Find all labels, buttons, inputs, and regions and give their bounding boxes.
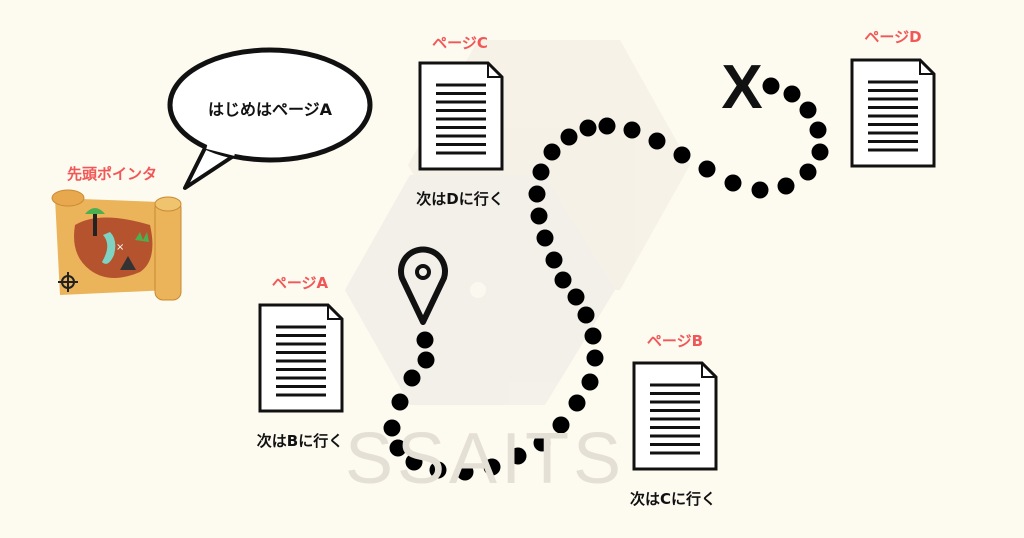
path-dot (809, 121, 827, 139)
path-dot (528, 185, 546, 203)
path-dot (530, 207, 548, 225)
path-dot (568, 394, 586, 412)
path-dot (509, 447, 527, 465)
path-dot (383, 419, 401, 437)
path-dot (533, 434, 551, 452)
page-b-label: ページB (646, 332, 704, 350)
path-dot (762, 77, 780, 95)
svg-text:×: × (116, 242, 124, 253)
page-c-next: 次はDに行く (416, 190, 504, 208)
location-pin-icon (398, 246, 448, 325)
path-dot (560, 128, 578, 146)
dotted-path (383, 77, 829, 481)
path-dot (673, 146, 691, 164)
path-dot (648, 132, 666, 150)
page-a-next: 次はBに行く (256, 432, 344, 450)
path-dot (391, 393, 409, 411)
path-dot (389, 439, 407, 457)
path-dot (552, 416, 570, 434)
path-dot (483, 458, 501, 476)
path-dot (698, 160, 716, 178)
page-a-label: ページA (271, 274, 329, 292)
path-dot (567, 288, 585, 306)
goal-x-mark: X (721, 53, 762, 122)
path-dot (579, 119, 597, 137)
path-dot (811, 143, 829, 161)
path-dot (584, 327, 602, 345)
page-c-label: ページC (432, 34, 488, 52)
path-dot (554, 271, 572, 289)
page-d-document-icon (850, 58, 936, 168)
watermark-text: SSAITS (345, 419, 626, 499)
watermark-hexagon (345, 40, 690, 405)
path-dot (577, 306, 595, 324)
path-dot (545, 251, 563, 269)
page-a-document-icon (258, 303, 344, 413)
path-dot (623, 121, 641, 139)
path-dot (581, 373, 599, 391)
path-dot (799, 163, 817, 181)
path-dot (598, 117, 616, 135)
path-dot (586, 349, 604, 367)
path-dot (724, 174, 742, 192)
speech-bubble-text: はじめはページA (207, 100, 333, 119)
page-d-label: ページD (864, 28, 922, 46)
path-dot (751, 181, 769, 199)
page-b-next: 次はCに行く (629, 490, 717, 508)
treasure-map-icon: × (51, 189, 182, 301)
page-c-document-icon (418, 61, 504, 171)
path-dot (403, 369, 421, 387)
head-pointer-label: 先頭ポインタ (66, 165, 158, 183)
path-dot (536, 229, 554, 247)
path-dot (456, 463, 474, 481)
page-b-document-icon (632, 361, 718, 471)
path-dot (405, 453, 423, 471)
path-dot (543, 143, 561, 161)
path-dot (777, 177, 795, 195)
path-dot (532, 163, 550, 181)
path-dot (417, 351, 435, 369)
speech-bubble (167, 47, 373, 190)
path-dot (429, 461, 447, 479)
path-dot (783, 85, 801, 103)
path-dot (416, 331, 434, 349)
path-dot (799, 101, 817, 119)
